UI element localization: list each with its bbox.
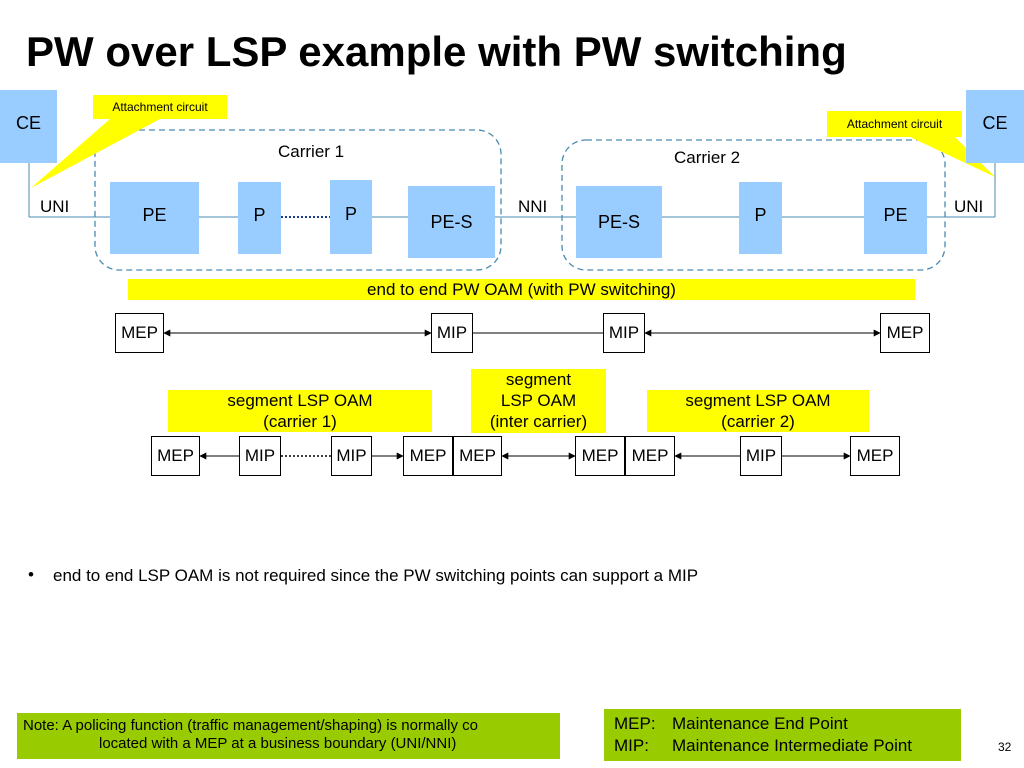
ce-left-node: CE	[0, 90, 57, 163]
segment-carrier1-line2: (carrier 1)	[263, 412, 337, 431]
segment-inter-line3: (inter carrier)	[489, 412, 588, 431]
legend-box: MEP: Maintenance End Point MIP: Maintena…	[604, 709, 961, 761]
lsp-mep-2: MEP	[403, 436, 453, 476]
legend-mip: MIP: Maintenance Intermediate Point	[614, 735, 951, 757]
carrier2-label: Carrier 2	[674, 148, 741, 167]
p-node-1: P	[238, 182, 281, 254]
pe-right-node: PE	[864, 182, 927, 254]
lsp-mip-3: MIP	[740, 436, 782, 476]
bullet-text: end to end LSP OAM is not required since…	[53, 566, 699, 585]
legend-mep: MEP: Maintenance End Point	[614, 713, 951, 735]
segment-carrier1-banner: segment LSP OAM (carrier 1)	[168, 390, 432, 432]
p-node-2: P	[330, 180, 372, 254]
uni-right-label: UNI	[954, 197, 984, 216]
pw-oam-mip-1: MIP	[431, 313, 473, 353]
segment-inter-banner: segment LSP OAM (inter carrier)	[471, 369, 606, 433]
carrier1-boundary	[94, 129, 502, 271]
attachment-circuit-callout-right: Attachment circuit	[827, 111, 962, 137]
pe-s-node-1: PE-S	[408, 186, 495, 258]
lsp-mep-4: MEP	[575, 436, 625, 476]
bullet-marker: •	[28, 565, 34, 584]
legend-mip-def: Maintenance Intermediate Point	[672, 736, 913, 755]
legend-mep-def: Maintenance End Point	[672, 714, 848, 733]
page-number: 32	[998, 740, 1012, 754]
pe-left-node: PE	[110, 182, 199, 254]
segment-inter-line1: segment	[505, 370, 572, 389]
carrier2-boundary	[561, 139, 946, 271]
pe-s-node-2: PE-S	[576, 186, 662, 258]
carrier1-label: Carrier 1	[278, 142, 345, 161]
segment-carrier1-line1: segment LSP OAM	[227, 391, 373, 410]
segment-inter-line2: LSP OAM	[500, 391, 577, 410]
lsp-mep-6: MEP	[850, 436, 900, 476]
lsp-mep-3: MEP	[453, 436, 502, 476]
policing-note-line1: Note: A policing function (traffic manag…	[23, 717, 478, 734]
lsp-mep-1: MEP	[151, 436, 200, 476]
ce-right-node: CE	[966, 90, 1024, 163]
slide-title: PW over LSP example with PW switching	[26, 28, 847, 75]
policing-note: Note: A policing function (traffic manag…	[17, 713, 560, 759]
segment-carrier2-banner: segment LSP OAM (carrier 2)	[647, 390, 869, 432]
lsp-mep-5: MEP	[625, 436, 675, 476]
segment-carrier2-line2: (carrier 2)	[721, 412, 795, 431]
segment-carrier2-line1: segment LSP OAM	[685, 391, 831, 410]
policing-note-line2: located with a MEP at a business boundar…	[99, 735, 457, 752]
attachment-circuit-callout-left: Attachment circuit	[93, 95, 227, 119]
uni-left-label: UNI	[40, 197, 70, 216]
legend-mip-term: MIP:	[614, 736, 649, 755]
lsp-mip-1: MIP	[239, 436, 281, 476]
legend-mep-term: MEP:	[614, 714, 656, 733]
pw-oam-mip-2: MIP	[603, 313, 645, 353]
pw-oam-mep-right: MEP	[880, 313, 930, 353]
nni-label: NNI	[518, 197, 548, 216]
pw-oam-mep-left: MEP	[115, 313, 164, 353]
p-node-3: P	[739, 182, 782, 254]
pw-oam-banner: end to end PW OAM (with PW switching)	[128, 279, 915, 300]
lsp-mip-2: MIP	[331, 436, 372, 476]
